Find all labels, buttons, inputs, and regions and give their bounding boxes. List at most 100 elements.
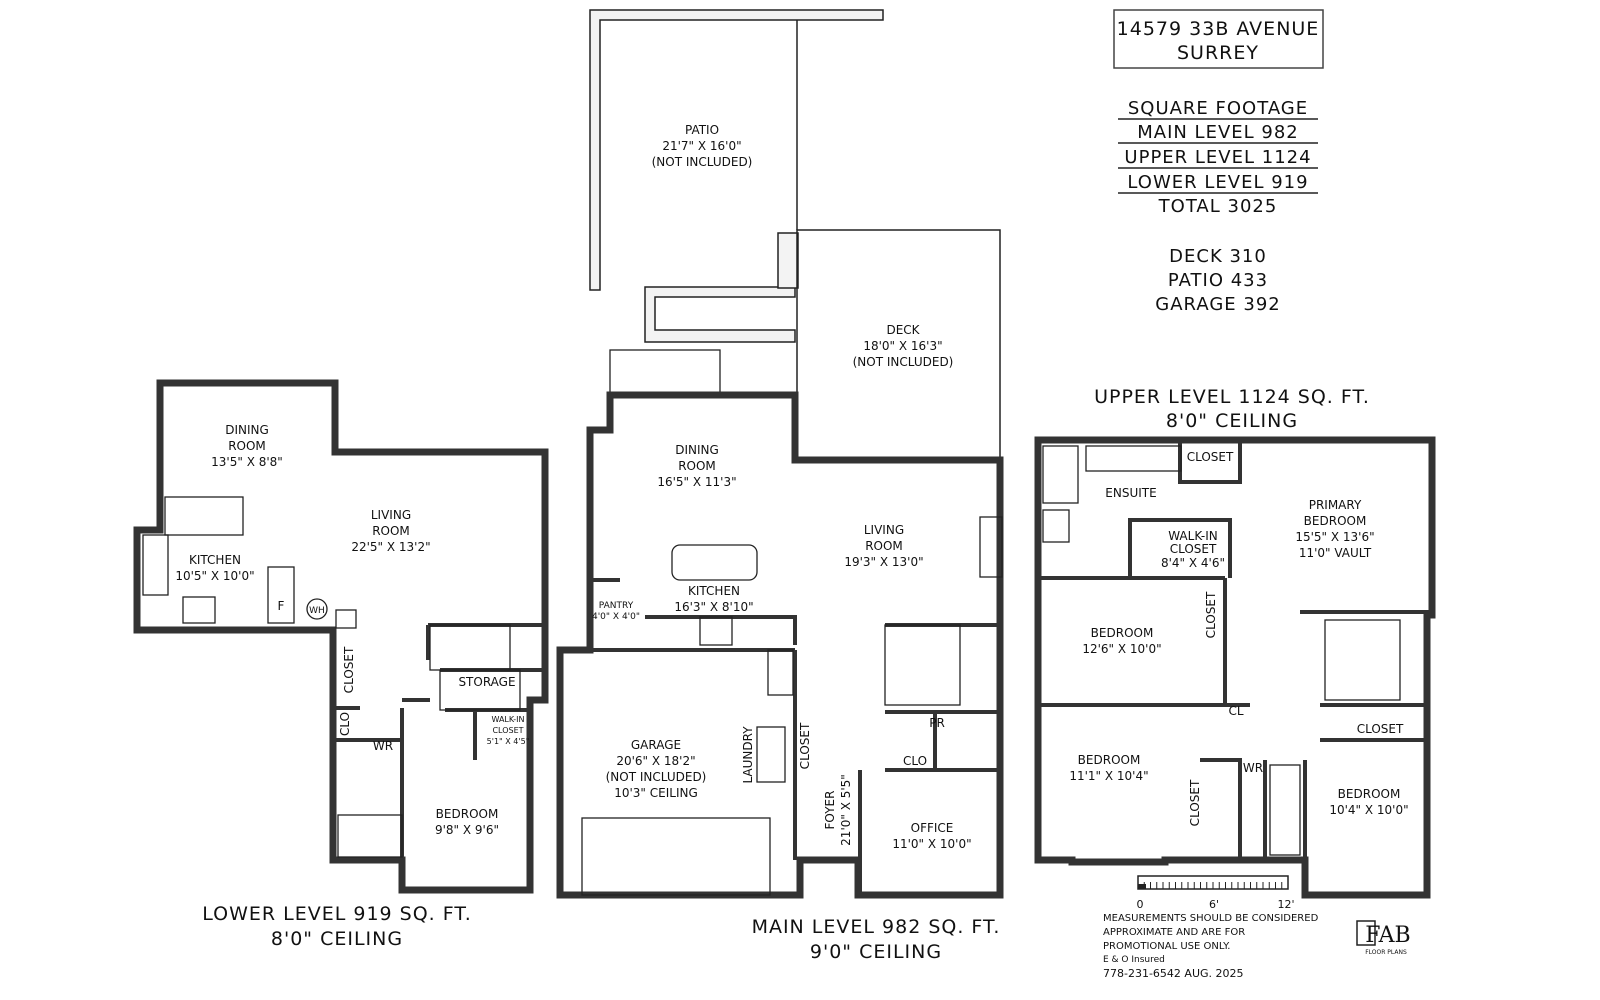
room-label: PATIO — [685, 123, 719, 137]
room-label: CLOSET — [1204, 591, 1218, 638]
sqft-total: TOTAL 3025 — [1158, 196, 1278, 217]
disclaimer-line: MEASUREMENTS SHOULD BE CONSIDERED — [1103, 913, 1319, 924]
room-label: WR — [373, 739, 393, 753]
fridge-label: F — [278, 599, 285, 613]
disclaimer: MEASUREMENTS SHOULD BE CONSIDERED APPROX… — [1103, 913, 1319, 980]
water-heater-label: WH — [309, 606, 325, 616]
disclaimer-line: E & O Insured — [1103, 955, 1165, 965]
room-label: WALK-IN — [1168, 529, 1218, 543]
room-note: (NOT INCLUDED) — [652, 155, 753, 169]
room-label: CLOSET — [1188, 779, 1202, 826]
room-dimensions: 10'5" X 10'0" — [175, 569, 254, 583]
sqft-main: MAIN LEVEL 982 — [1137, 122, 1299, 143]
level-ceiling: 8'0" CEILING — [271, 928, 403, 950]
room-label: CL — [1228, 704, 1243, 718]
level-title: LOWER LEVEL 919 SQ. FT. — [202, 903, 472, 925]
scale-tick-label: 12' — [1277, 898, 1294, 911]
room-label: CLOSET — [342, 646, 356, 693]
room-dimensions: 19'3" X 13'0" — [844, 555, 923, 569]
lower-level-plan: DINING ROOM 13'5" X 8'8" LIVING ROOM 22'… — [133, 379, 549, 950]
room-label: ROOM — [678, 459, 716, 473]
fab-logo: FAB FLOOR PLANS — [1356, 920, 1411, 956]
room-dimensions: 13'5" X 8'8" — [211, 455, 283, 469]
room-dimensions: 20'6" X 18'2" — [616, 754, 695, 768]
disclaimer-line: 778-231-6542 AUG. 2025 — [1103, 967, 1244, 980]
sqft-lower: LOWER LEVEL 919 — [1127, 172, 1308, 193]
room-dimensions: 21'7" X 16'0" — [662, 139, 741, 153]
room-dimensions: 11'0" X 10'0" — [892, 837, 971, 851]
room-label: PANTRY — [599, 601, 634, 611]
room-label: BEDROOM — [1304, 514, 1367, 528]
room-dimensions: 15'5" X 13'6" — [1295, 530, 1374, 544]
level-title: UPPER LEVEL 1124 SQ. FT. — [1094, 386, 1370, 408]
room-label: DECK — [886, 323, 920, 337]
disclaimer-line: PROMOTIONAL USE ONLY. — [1103, 941, 1230, 952]
room-label: LIVING — [864, 523, 904, 537]
level-title: MAIN LEVEL 982 SQ. FT. — [752, 916, 1001, 938]
room-label: ROOM — [372, 524, 410, 538]
room-label: CLO — [903, 754, 927, 768]
room-label: BEDROOM — [1338, 787, 1401, 801]
room-label: DINING — [225, 423, 269, 437]
room-label: CLOSET — [1187, 450, 1234, 464]
room-label: LAUNDRY — [741, 726, 755, 784]
room-label: CLOSET — [798, 722, 812, 769]
room-label: KITCHEN — [189, 553, 241, 567]
room-dimensions: 16'5" X 11'3" — [657, 475, 736, 489]
logo-subtitle: FLOOR PLANS — [1365, 949, 1407, 956]
room-dimensions: 10'4" X 10'0" — [1329, 803, 1408, 817]
scale-bar: 0 6' 12' — [1137, 875, 1295, 911]
room-label: PR — [929, 716, 945, 730]
room-dimensions: 12'6" X 10'0" — [1082, 642, 1161, 656]
room-dimensions: 11'1" X 10'4" — [1069, 769, 1148, 783]
room-dimensions: 9'8" X 9'6" — [435, 823, 499, 837]
room-ceiling: 10'3" CEILING — [614, 786, 698, 800]
sqft-patio: PATIO 433 — [1168, 270, 1268, 291]
room-label: ROOM — [228, 439, 266, 453]
room-label: DINING — [675, 443, 719, 457]
room-label: CLOSET — [1357, 722, 1404, 736]
room-dimensions: 4'0" X 4'0" — [592, 612, 640, 622]
logo-mark: FAB — [1365, 923, 1410, 948]
room-label: KITCHEN — [688, 584, 740, 598]
room-label: CLOSET — [492, 726, 523, 735]
room-note: (NOT INCLUDED) — [853, 355, 954, 369]
address-city: SURREY — [1177, 42, 1259, 64]
room-label: BEDROOM — [436, 807, 499, 821]
room-dimensions: 16'3" X 8'10" — [674, 600, 753, 614]
address-box: 14579 33B AVENUE SURREY — [1113, 9, 1324, 69]
room-label: CLOSET — [1170, 542, 1217, 556]
room-label: FOYER — [823, 791, 837, 830]
disclaimer-line: APPROXIMATE AND ARE FOR — [1103, 927, 1245, 938]
level-ceiling: 9'0" CEILING — [810, 941, 942, 963]
room-label: PRIMARY — [1309, 498, 1362, 512]
room-note: (NOT INCLUDED) — [606, 770, 707, 784]
room-label: WR — [1243, 761, 1263, 775]
upper-level-plan: UPPER LEVEL 1124 SQ. FT. 8'0" CEILING EN… — [1034, 386, 1436, 899]
room-dimensions: 21'0" X 5'5" — [839, 774, 853, 846]
room-dimensions: 22'5" X 13'2" — [351, 540, 430, 554]
room-dimensions: 18'0" X 16'3" — [863, 339, 942, 353]
room-label: BEDROOM — [1091, 626, 1154, 640]
room-label: ENSUITE — [1105, 486, 1156, 500]
room-label: STORAGE — [458, 675, 515, 689]
scale-tick-label: 0 — [1137, 898, 1144, 911]
room-label: BEDROOM — [1078, 753, 1141, 767]
sqft-upper: UPPER LEVEL 1124 — [1124, 147, 1311, 168]
room-dimensions: 8'4" X 4'6" — [1161, 556, 1225, 570]
room-label: ROOM — [865, 539, 903, 553]
room-label: LIVING — [371, 508, 411, 522]
address-street: 14579 33B AVENUE — [1117, 18, 1320, 40]
room-ceiling: 11'0" VAULT — [1299, 546, 1372, 560]
main-level-plan: PATIO 21'7" X 16'0" (NOT INCLUDED) DECK … — [556, 9, 1004, 963]
scale-tick-label: 6' — [1209, 898, 1219, 911]
room-label: OFFICE — [911, 821, 954, 835]
square-footage-table: SQUARE FOOTAGE MAIN LEVEL 982 UPPER LEVE… — [1118, 98, 1318, 315]
room-label: CLO — [338, 712, 352, 736]
level-ceiling: 8'0" CEILING — [1166, 410, 1298, 432]
sqft-heading: SQUARE FOOTAGE — [1128, 98, 1308, 119]
room-dimensions: 5'1" X 4'5" — [487, 737, 530, 746]
sqft-garage: GARAGE 392 — [1155, 294, 1280, 315]
room-label: GARAGE — [631, 738, 681, 752]
